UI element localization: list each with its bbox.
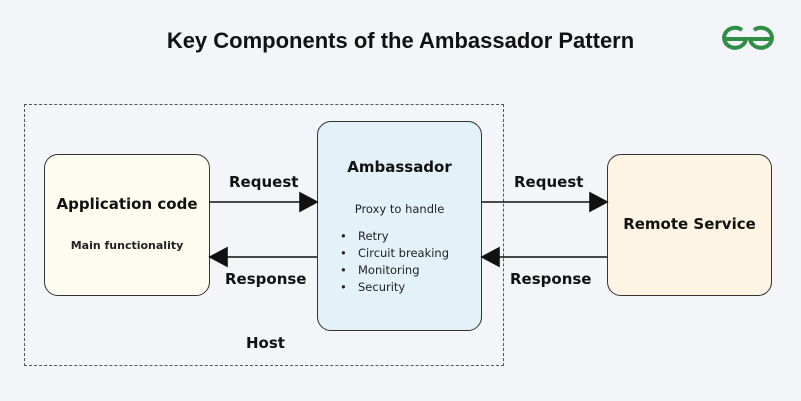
response-arrowhead-right — [480, 246, 500, 268]
response-label-left: Response — [225, 270, 307, 288]
request-label-left: Request — [229, 173, 299, 191]
application-code-box: Application code Main functionality — [44, 154, 210, 296]
feature-item: Security — [340, 279, 449, 296]
request-label-right: Request — [514, 173, 584, 191]
response-label-right: Response — [510, 270, 592, 288]
request-arrowhead-left — [299, 191, 319, 213]
remote-service-box: Remote Service — [607, 154, 772, 296]
ambassador-box: Ambassador Proxy to handle Retry Circuit… — [317, 121, 482, 331]
application-subtitle: Main functionality — [70, 239, 184, 252]
ambassador-feature-list: Retry Circuit breaking Monitoring Securi… — [340, 228, 449, 296]
ambassador-title: Ambassador — [347, 158, 452, 176]
host-label: Host — [246, 334, 285, 352]
feature-item: Circuit breaking — [340, 245, 449, 262]
remote-title: Remote Service — [623, 215, 756, 233]
ambassador-subtitle: Proxy to handle — [354, 202, 445, 216]
request-arrowhead-right — [589, 191, 609, 213]
feature-item: Monitoring — [340, 262, 449, 279]
application-title: Application code — [56, 195, 198, 213]
response-arrowhead-left — [208, 246, 228, 268]
diagram-title: Key Components of the Ambassador Pattern — [166, 28, 635, 53]
host-boundary — [24, 104, 504, 366]
geeksforgeeks-logo-icon — [722, 25, 774, 50]
feature-item: Retry — [340, 228, 449, 245]
